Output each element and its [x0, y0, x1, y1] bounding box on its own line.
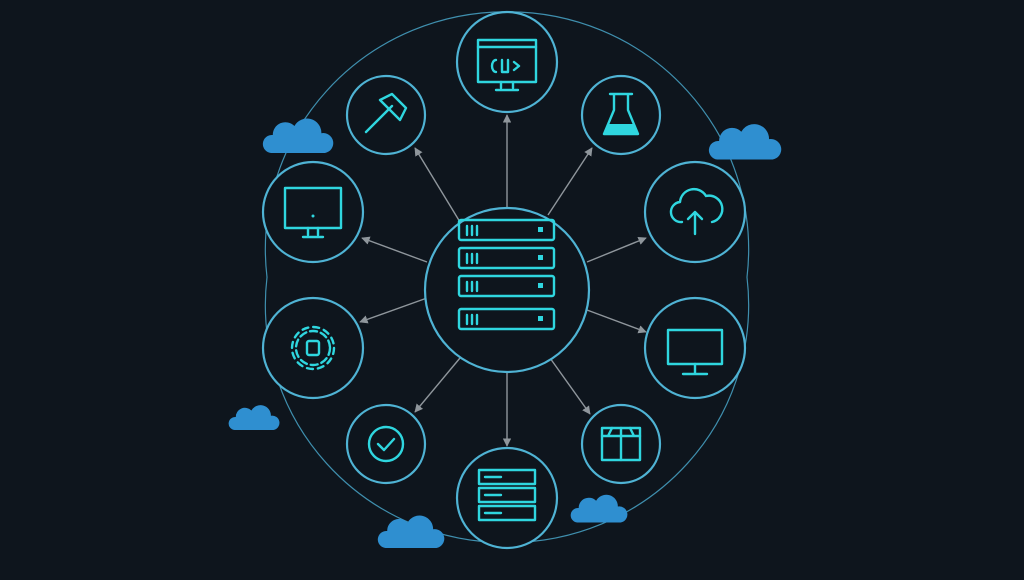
spoke-arrow	[549, 357, 591, 415]
spoke-arrow	[414, 357, 461, 413]
node-cloud-upload[interactable]	[643, 160, 747, 264]
cloud-icon	[570, 494, 628, 523]
node-gear[interactable]	[261, 296, 365, 400]
code-monitor-icon	[476, 38, 538, 92]
hammer-icon	[364, 92, 408, 134]
spoke-arrow	[359, 297, 428, 324]
flask-icon	[602, 92, 640, 136]
node-package[interactable]	[580, 403, 662, 485]
spoke-arrow	[361, 236, 428, 263]
node-code-monitor[interactable]	[455, 10, 559, 114]
server-rack-icon	[457, 218, 556, 331]
checkmark-icon	[367, 425, 405, 463]
monitor-icon	[666, 328, 724, 376]
cloud-icon	[708, 124, 782, 160]
gear-icon	[290, 325, 336, 371]
cloud-icon	[377, 515, 445, 548]
node-server-stack[interactable]	[455, 446, 559, 550]
node-hammer[interactable]	[345, 74, 427, 156]
node-monitor-right[interactable]	[643, 296, 747, 400]
node-monitor-left[interactable]	[261, 160, 365, 264]
spoke-arrow	[547, 147, 593, 216]
spoke-arrow	[586, 309, 647, 334]
spoke-arrow	[586, 236, 647, 263]
monitor-icon	[283, 186, 343, 239]
spoke-arrow	[414, 147, 461, 223]
cloud-icon	[262, 118, 334, 153]
node-check[interactable]	[345, 403, 427, 485]
hub-node	[423, 206, 591, 374]
cloud-icon	[228, 405, 280, 430]
spokes	[359, 114, 647, 447]
cloud-upload-icon	[669, 187, 724, 236]
package-icon	[600, 426, 642, 462]
server-stack-icon	[477, 468, 537, 522]
node-flask[interactable]	[580, 74, 662, 156]
